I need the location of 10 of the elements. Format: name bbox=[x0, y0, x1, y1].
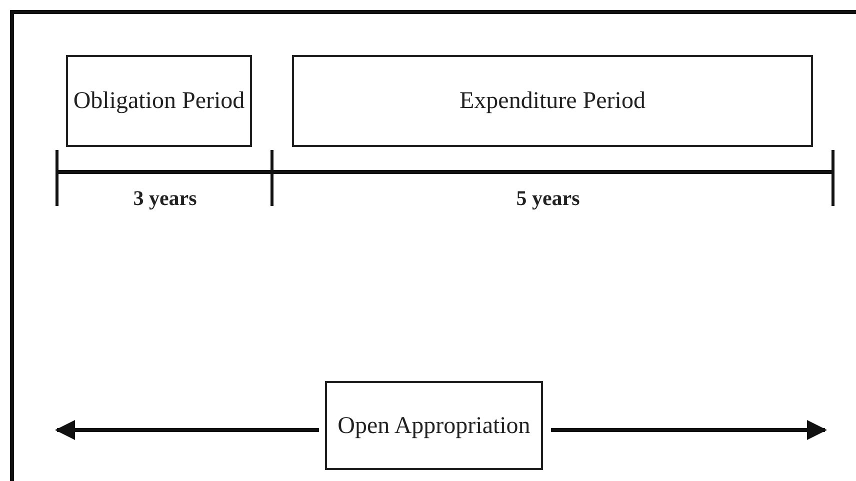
period-box bbox=[66, 55, 252, 147]
duration-label: 5 years bbox=[516, 186, 580, 211]
box-label: Obligation Period bbox=[73, 87, 245, 116]
arrow bbox=[551, 420, 827, 440]
box-label: Expenditure Period bbox=[460, 87, 646, 116]
period-box bbox=[325, 381, 543, 470]
duration-label: 3 years bbox=[133, 186, 197, 211]
arrow bbox=[55, 420, 319, 440]
period-box bbox=[292, 55, 813, 147]
box-label: Open Appropriation bbox=[338, 412, 530, 440]
